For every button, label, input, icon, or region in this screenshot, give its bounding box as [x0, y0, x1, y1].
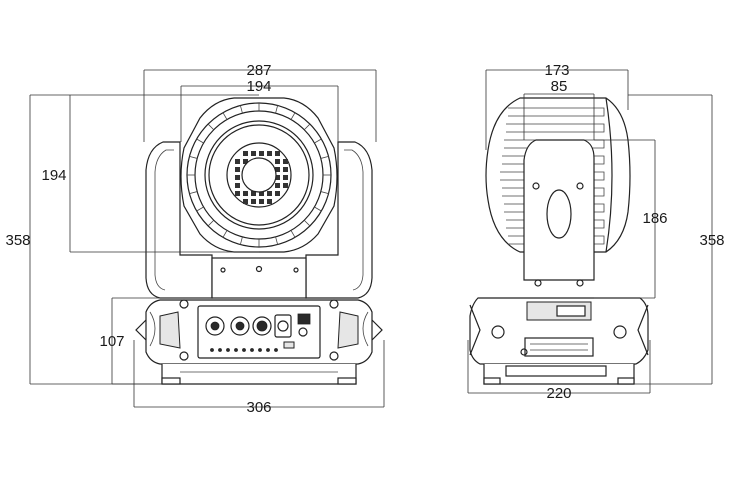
dim-107: 107	[99, 333, 124, 350]
dim-358-front: 358	[5, 232, 30, 249]
dim-85: 85	[551, 78, 568, 95]
front-dimensions: 287 194 194 358 107 306	[5, 62, 385, 416]
dim-186: 186	[642, 210, 667, 227]
fuse-holder	[297, 313, 311, 325]
dim-220: 220	[546, 385, 571, 402]
front-base	[135, 299, 383, 365]
dim-194-width: 194	[246, 78, 271, 95]
front-feet	[161, 364, 357, 385]
dim-358-side: 358	[699, 232, 724, 249]
yoke-bar	[211, 257, 307, 299]
dim-306: 306	[246, 399, 271, 416]
side-base	[469, 297, 649, 365]
dim-287: 287	[246, 62, 271, 79]
front-view: 287 194 194 358 107 306	[5, 62, 385, 416]
side-dimensions: 173 85 186 358 220	[467, 62, 725, 402]
dim-173: 173	[544, 62, 569, 79]
lens-center	[226, 142, 292, 208]
side-view: 173 85 186 358 220	[467, 62, 725, 402]
dim-194-height: 194	[41, 167, 66, 184]
right-yoke-arm	[305, 141, 373, 299]
power-switch	[274, 314, 292, 338]
side-feet	[483, 364, 635, 385]
